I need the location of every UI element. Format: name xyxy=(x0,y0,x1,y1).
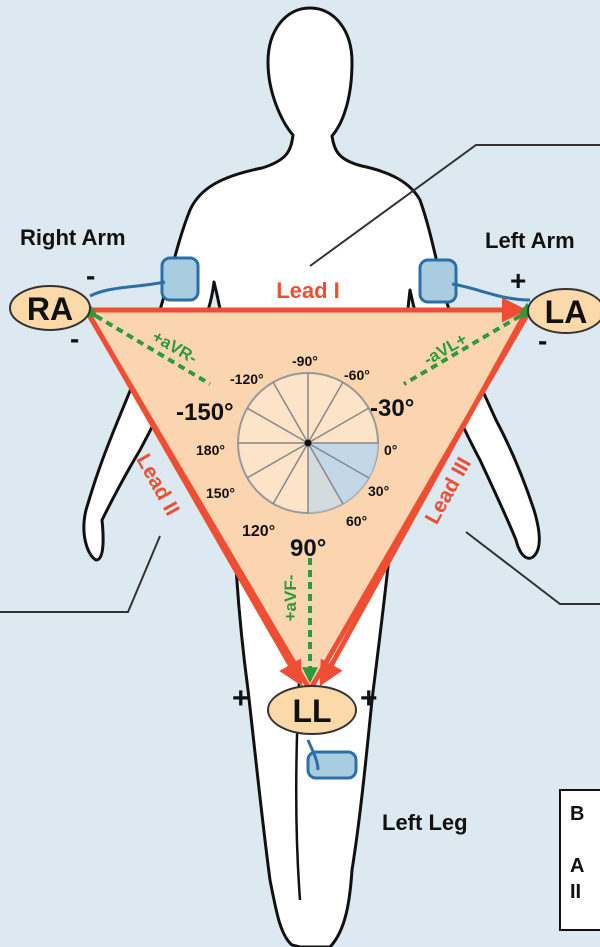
angle-90: 90° xyxy=(290,535,326,562)
hexaxial-circle xyxy=(238,373,378,513)
angle-120: 120° xyxy=(242,523,275,540)
angle-180: 180° xyxy=(196,442,225,458)
angle-0: 0° xyxy=(384,442,397,458)
label-lead-i: Lead I xyxy=(276,278,340,303)
label-avf: +aVF- xyxy=(281,575,300,622)
box-text-2: A xyxy=(570,855,584,877)
svg-text:LL: LL xyxy=(292,693,331,729)
angle-minus-150: -150° xyxy=(176,399,234,426)
angle-30: 30° xyxy=(368,483,389,499)
polarity-ll-left: + xyxy=(232,682,250,715)
label-left-leg: Left Leg xyxy=(382,810,468,835)
angle-minus-60: -60° xyxy=(344,367,370,383)
polarity-ll-right: + xyxy=(360,682,378,715)
angle-150: 150° xyxy=(206,485,235,501)
label-left-arm: Left Arm xyxy=(485,228,575,253)
svg-text:RA: RA xyxy=(27,291,73,327)
polarity-ra-top: - xyxy=(86,260,95,291)
polarity-ra-bottom: - xyxy=(70,323,79,354)
angle-60: 60° xyxy=(346,513,367,529)
angle-minus-120: -120° xyxy=(230,371,264,387)
angle-minus-30: -30° xyxy=(370,395,414,422)
electrode-ll: LL xyxy=(268,686,356,734)
angle-minus-90: -90° xyxy=(292,353,318,369)
box-text-3: II xyxy=(570,881,581,903)
label-right-arm: Right Arm xyxy=(20,225,126,250)
polarity-la-bottom: - xyxy=(538,325,547,356)
svg-text:LA: LA xyxy=(545,294,588,330)
polarity-la-top: + xyxy=(510,265,526,296)
box-text-1: B xyxy=(570,803,584,825)
